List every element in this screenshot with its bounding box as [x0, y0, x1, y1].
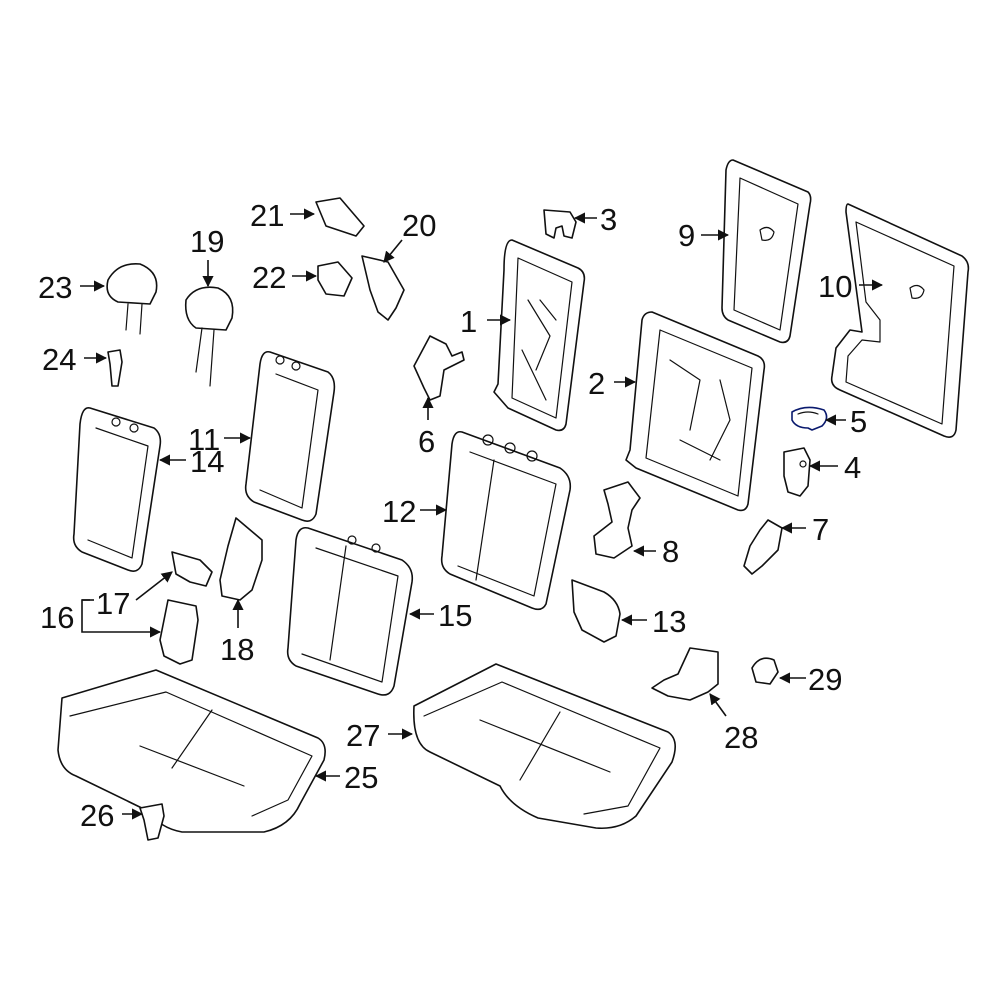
- callout-leaders: [80, 208, 884, 820]
- part-27-seat-cushion[interactable]: [413, 663, 676, 830]
- part-11-seatback-cushion[interactable]: [244, 350, 336, 522]
- callout-labels: 1 2 3 4 5 6 7 8 9 10 11 12 13 14 15 16 1…: [38, 198, 867, 833]
- leader-20: [383, 239, 403, 263]
- callout-2[interactable]: 2: [588, 366, 605, 401]
- part-5-fill: [791, 406, 828, 431]
- part-12-seatback-cushion-center[interactable]: [440, 430, 572, 611]
- callout-12[interactable]: 12: [382, 494, 416, 529]
- callout-14[interactable]: 14: [190, 444, 224, 479]
- callout-21[interactable]: 21: [250, 198, 284, 233]
- callout-28[interactable]: 28: [724, 720, 758, 755]
- callout-22[interactable]: 22: [252, 260, 286, 295]
- leader-17: [135, 571, 173, 601]
- part-20-lock-guide[interactable]: [361, 255, 405, 321]
- part-7-hinge-bracket[interactable]: [743, 519, 783, 575]
- part-18-bracket-plate[interactable]: [219, 517, 263, 601]
- callout-20[interactable]: 20: [402, 208, 436, 243]
- callout-13[interactable]: 13: [652, 604, 686, 639]
- part-4-cover[interactable]: [783, 447, 811, 497]
- callout-24[interactable]: 24: [42, 342, 76, 377]
- part-15-seatback-cushion[interactable]: [286, 526, 414, 696]
- part-1-seatback-frame[interactable]: [493, 239, 586, 432]
- part-16-armrest-piece[interactable]: [159, 599, 199, 665]
- part-8-latch[interactable]: [593, 481, 641, 559]
- callout-27[interactable]: 27: [346, 718, 380, 753]
- callout-9[interactable]: 9: [678, 218, 695, 253]
- callout-15[interactable]: 15: [438, 598, 472, 633]
- part-3-headrest-guide[interactable]: [543, 209, 577, 239]
- callout-16[interactable]: 16: [40, 600, 74, 635]
- part-25-seat-cushion[interactable]: [57, 669, 326, 833]
- callout-8[interactable]: 8: [662, 534, 679, 569]
- part-13-side-bolster[interactable]: [571, 579, 621, 643]
- part-23-headrest[interactable]: [106, 263, 158, 335]
- callout-7[interactable]: 7: [812, 512, 829, 547]
- callout-26[interactable]: 26: [80, 798, 114, 833]
- callout-18[interactable]: 18: [220, 632, 254, 667]
- callout-1[interactable]: 1: [460, 304, 477, 339]
- callout-23[interactable]: 23: [38, 270, 72, 305]
- callout-10[interactable]: 10: [818, 269, 852, 304]
- part-22-guide[interactable]: [317, 261, 353, 297]
- part-14-seatback-cushion-left[interactable]: [72, 407, 162, 572]
- leader-28: [709, 693, 727, 717]
- callout-3[interactable]: 3: [600, 202, 617, 237]
- part-9-back-panel[interactable]: [721, 159, 812, 344]
- callout-5[interactable]: 5: [850, 404, 867, 439]
- part-29-clip[interactable]: [751, 657, 779, 685]
- callout-11[interactable]: 11: [188, 422, 220, 457]
- part-6-bracket[interactable]: [413, 335, 465, 401]
- part-21-cap[interactable]: [315, 197, 365, 237]
- callout-25[interactable]: 25: [344, 760, 378, 795]
- part-10-carpet-panel[interactable]: [830, 203, 970, 438]
- part-17-trim[interactable]: [171, 551, 213, 587]
- callout-19[interactable]: 19: [190, 224, 224, 259]
- part-28-support-bracket[interactable]: [651, 647, 719, 701]
- part-2-seatback-frame-wide[interactable]: [625, 311, 766, 512]
- callout-6[interactable]: 6: [418, 424, 435, 459]
- part-5-bezel-highlighted[interactable]: [791, 406, 828, 431]
- part-19-headrest[interactable]: [184, 286, 234, 387]
- part-26-clip[interactable]: [139, 803, 165, 841]
- callout-4[interactable]: 4: [844, 450, 861, 485]
- part-24-pin[interactable]: [107, 349, 123, 387]
- callout-17[interactable]: 17: [96, 586, 130, 621]
- callout-29[interactable]: 29: [808, 662, 842, 697]
